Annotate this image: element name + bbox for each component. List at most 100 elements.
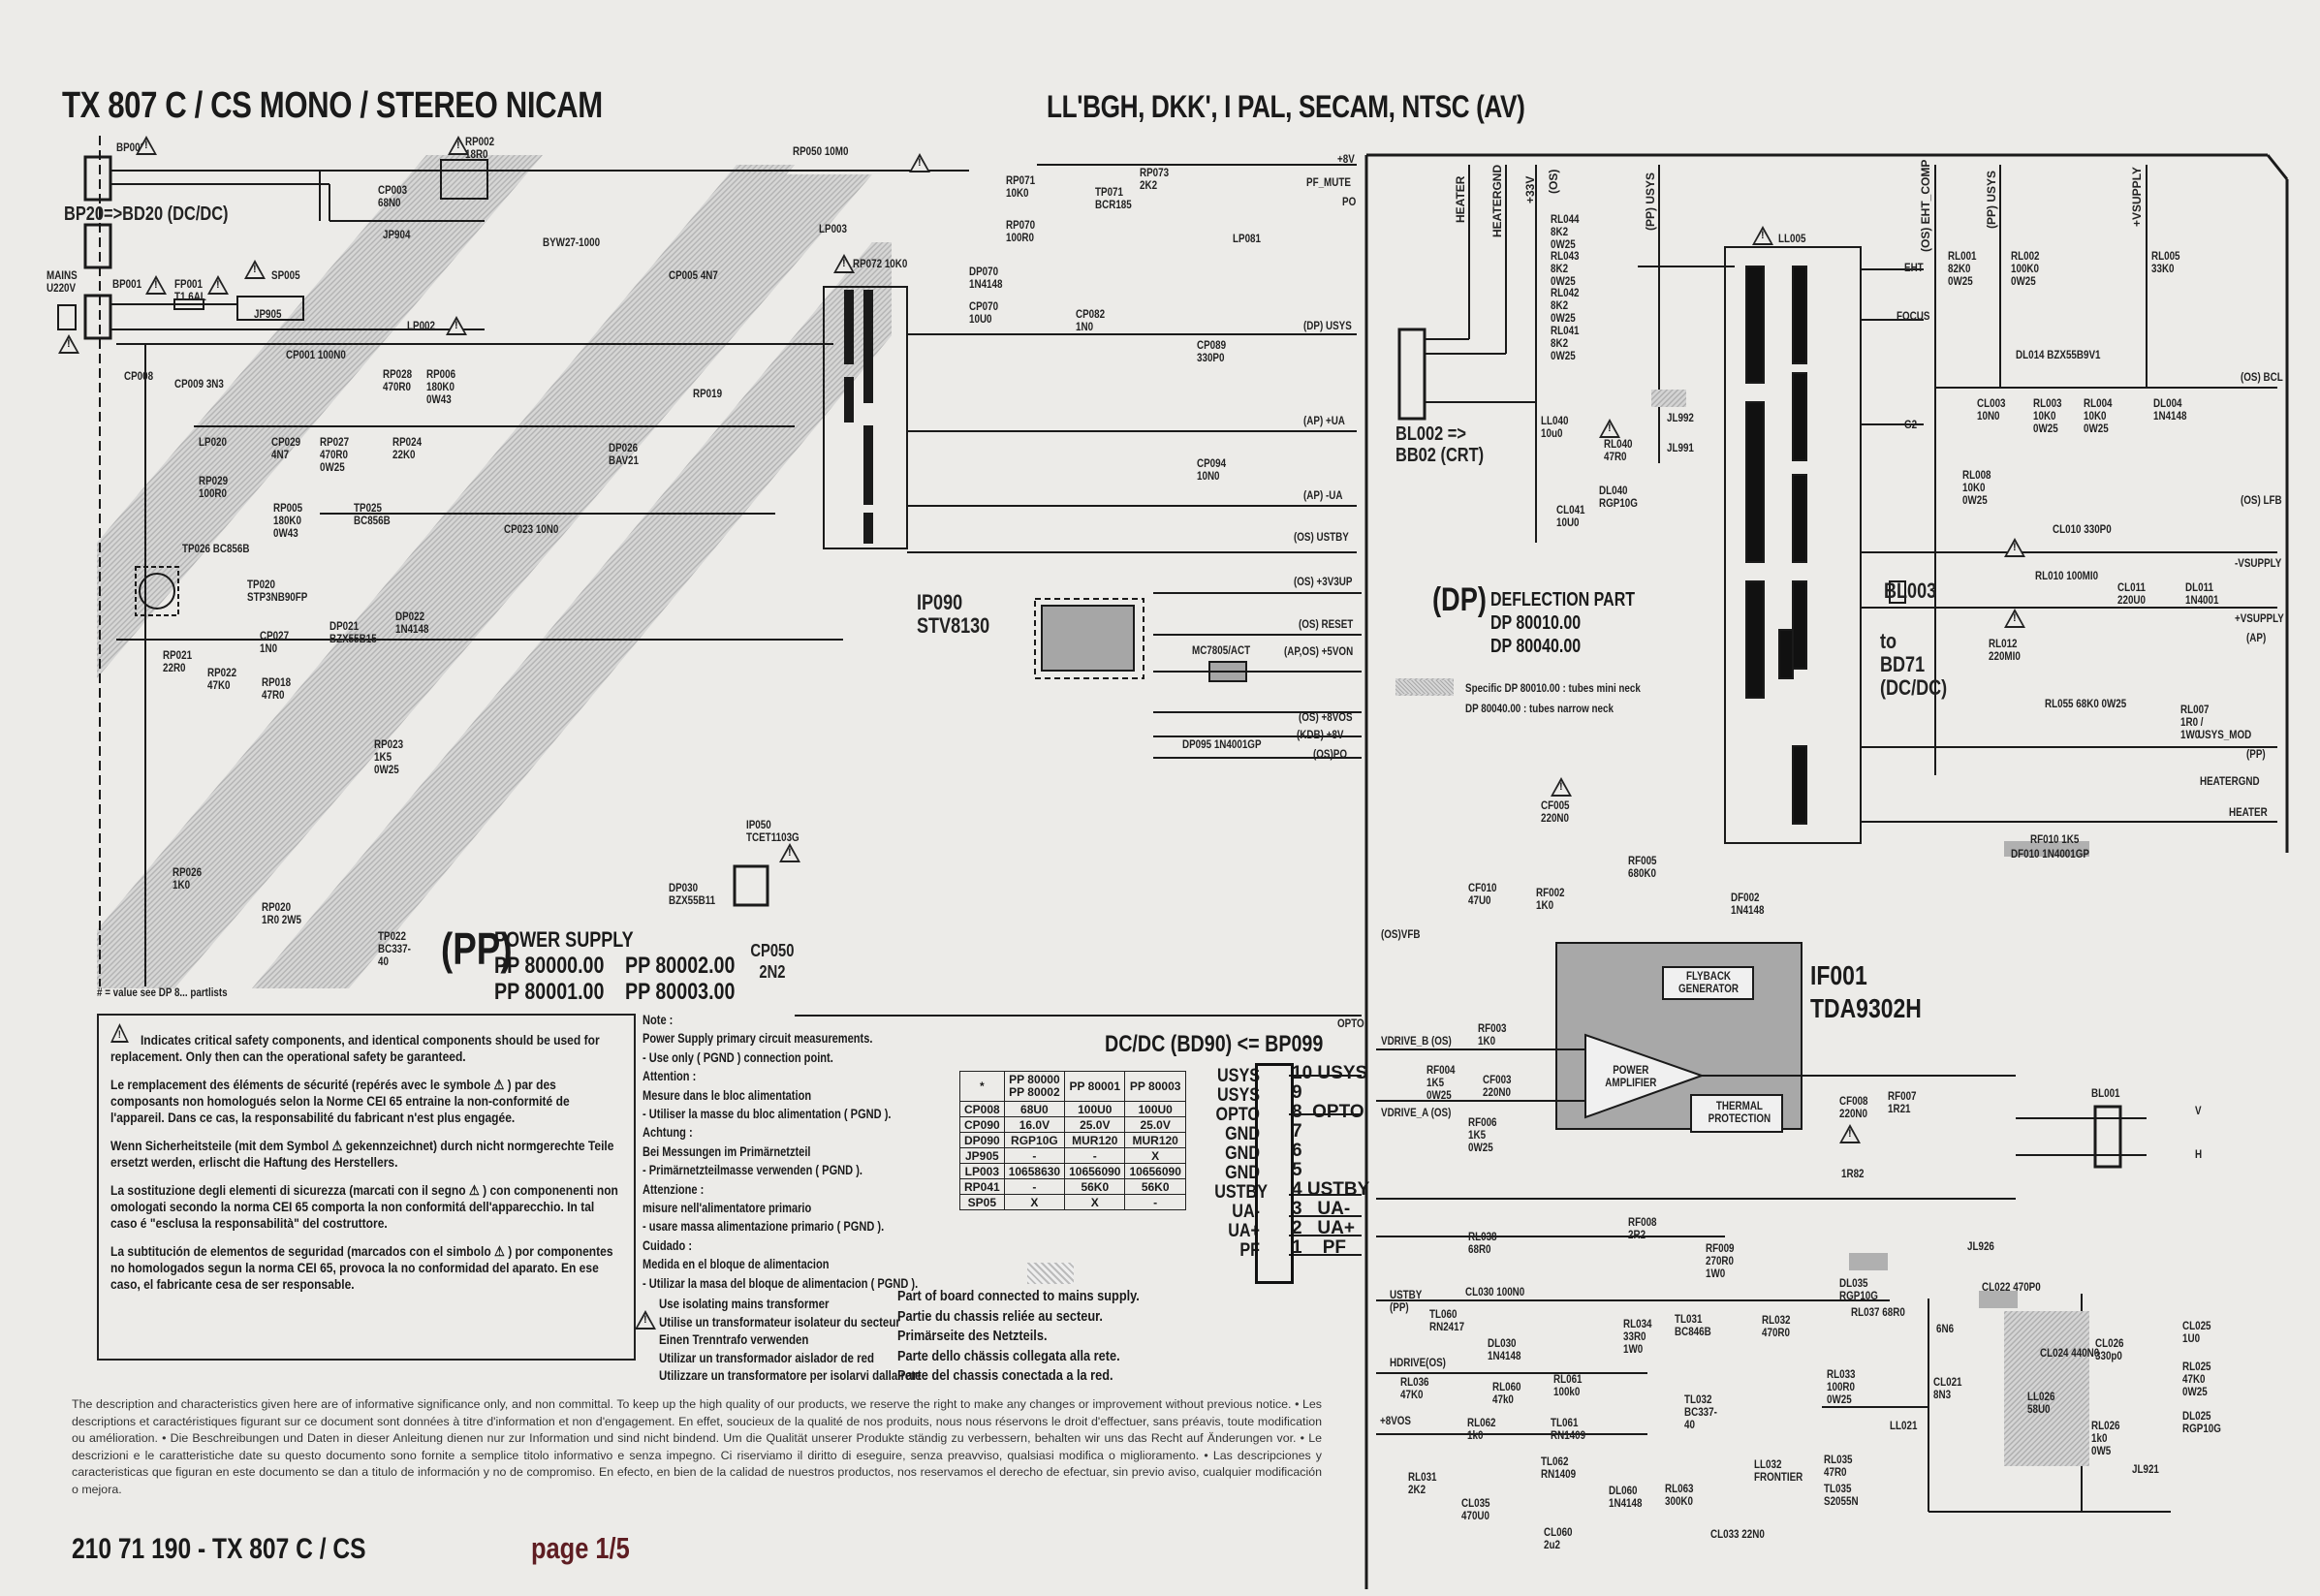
yoke-coil-v: V: [2195, 1104, 2202, 1117]
label-rl062: TL062 RN1409: [1541, 1455, 1577, 1481]
label-rf005: RF002 1K0: [1536, 886, 1565, 912]
label-cf003: RF008 2R2: [1628, 1215, 1657, 1241]
rail-pp-usys: (PP) USYS: [1644, 172, 1657, 231]
label-rl038: TL060 RN2417: [1429, 1307, 1465, 1333]
label-dp095: DP095 1N4001GP: [1182, 737, 1262, 751]
warning-icon: [207, 275, 229, 295]
label-dp027: DP026 BAV21: [609, 441, 639, 467]
label-rl063: CL033 22N0: [1710, 1527, 1765, 1541]
connector-bl003: BL003: [1884, 579, 1937, 603]
dp-model-2: DP 80040.00: [1490, 636, 1582, 657]
mains-hatch-legend-swatch: [1027, 1263, 1074, 1284]
isolation-warning-icon: [635, 1310, 656, 1330]
label-lp003: RP072 10K0: [853, 257, 908, 270]
label-jl991: JL991: [1667, 441, 1694, 454]
rail-pf-mute: PF_MUTE: [1306, 175, 1351, 189]
label-rl032: RL063 300K0: [1665, 1482, 1694, 1508]
label-dp022: DP021 BZX55B15: [329, 619, 377, 645]
table-header-row: * PP 80000 PP 80002 PP 80001 PP 80003: [959, 1071, 1186, 1102]
ic-block-flyback: FLYBACK GENERATOR: [1678, 969, 1739, 995]
label-cl035: TL031 BC846B: [1675, 1312, 1711, 1338]
label-cf005: CF010 47U0: [1468, 881, 1497, 907]
warning-icon: [448, 136, 469, 155]
mini-neck-legend-swatch: [1395, 680, 1454, 694]
label-cl025: DL025 RGP10G: [2182, 1409, 2221, 1435]
label-rf007-alt: RL037 68R0: [1851, 1305, 1905, 1319]
label-rf008: CF008 220N0: [1839, 1094, 1868, 1120]
safety-notice-es: La subtitución de elementos de seguridad…: [110, 1243, 613, 1292]
table-header-cell: PP 80003: [1124, 1071, 1186, 1102]
label-dp030: IP050 TCET1103G: [746, 818, 799, 844]
label-ip090: IP090 STV8130: [917, 590, 990, 638]
label-tp026: TP025 BC856B: [354, 501, 391, 527]
label-dl040: DL040 RGP10G: [1599, 484, 1638, 510]
rail-vsupply-plus: +VSUPPLY: [2130, 167, 2144, 227]
variant-table: * PP 80000 PP 80002 PP 80001 PP 80003 CP…: [959, 1071, 1186, 1210]
dcdc-title: DC/DC (BD90) <= BP099: [1105, 1031, 1324, 1057]
label-rl035: LL021: [1890, 1419, 1918, 1432]
label-cp090: CP094 10N0: [1197, 456, 1227, 483]
rail-os: (OS): [1547, 169, 1560, 194]
label-bp001: BP001: [112, 277, 142, 291]
rail-os-ustby: (OS) USTBY: [1294, 530, 1349, 544]
label-jl926: CL024 440N0: [2040, 1346, 2100, 1360]
warning-icon: [2004, 609, 2025, 628]
table-header-cell: PP 80001: [1064, 1071, 1126, 1102]
label-rp026: RP023 1K5 0W25: [374, 737, 404, 776]
label-rp028: RP024 22K0: [392, 435, 423, 461]
label-rl025: JL921: [2132, 1462, 2159, 1476]
label-cl021: JL926: [1967, 1239, 1994, 1253]
warning-icon: [1839, 1124, 1861, 1143]
label-rl010: RL010 100MI0: [2035, 569, 2099, 582]
safety-notice-de: Wenn Sicherheitsteile (mit dem Symbol ⚠ …: [110, 1138, 614, 1170]
label-rl040: RL040 47R0: [1604, 437, 1633, 463]
pp-model-3: PP 80001.00: [494, 979, 605, 1005]
warning-icon: [1551, 777, 1572, 797]
label-cl030: DL030 1N4148: [1488, 1336, 1521, 1362]
table-header-cell: *: [959, 1071, 1005, 1102]
label-tp072: LP081: [1233, 232, 1261, 245]
rail-opto: OPTO: [1337, 1017, 1364, 1030]
label-tp070: TP071 BCR185: [1095, 185, 1132, 211]
output-focus: FOCUS: [1897, 309, 1930, 323]
rail-vdrive-a: VDRIVE_A (OS): [1381, 1106, 1452, 1119]
label-lp020: CP009 3N3: [174, 377, 224, 391]
label-rp002: RP002 18R0: [465, 135, 495, 161]
label-rp071: RP070 100R0: [1006, 218, 1036, 244]
rail-po: PO: [1342, 195, 1357, 208]
isolation-note: Use isolating mains transformer Utilise …: [659, 1296, 922, 1383]
label-rp020: RP026 1K0: [172, 865, 203, 892]
label-cp022: TP022 BC337-40: [378, 929, 411, 968]
label-rl042: RL042 8K2 0W25: [1551, 286, 1580, 325]
rail-os-reset: (OS) RESET: [1299, 617, 1354, 631]
label-rl033: TL035 S2055N: [1824, 1482, 1859, 1508]
dp-legend-2: DP 80040.00 : tubes narrow neck: [1465, 702, 1614, 715]
label-cl041: CL041 10U0: [1556, 503, 1585, 529]
label-cl060: CL035 470U0: [1461, 1496, 1490, 1522]
label-tl031: TL032 BC337-40: [1684, 1393, 1717, 1431]
rail-ap: (AP): [2246, 631, 2267, 644]
label-rl007: RF010 1K5: [2030, 832, 2080, 846]
pp-model-1: PP 80000.00: [494, 953, 605, 979]
dp-model-1: DP 80010.00: [1490, 612, 1582, 634]
label-rl036: RL061 100k0: [1553, 1372, 1583, 1398]
measurement-note: Note : Power Supply primary circuit meas…: [643, 1013, 919, 1291]
rail-usys-mod: USYS_MOD: [2198, 728, 2252, 741]
warning-icon: [110, 1023, 129, 1044]
pp-model-4: PP 80003.00: [625, 979, 736, 1005]
warning-icon: [446, 316, 467, 335]
label-dl030: RL060 47k0: [1492, 1380, 1521, 1406]
label-cl024: RL026 1k0 0W5: [2091, 1419, 2120, 1457]
rail-os-bcl: (OS) BCL: [2241, 370, 2283, 384]
label-cf010: DF002 1N4148: [1731, 891, 1765, 917]
label-tp071: RP073 2K2: [1140, 166, 1170, 192]
label-ip050: CP050 2N2: [750, 941, 795, 982]
rail-ustby-pp: USTBY (PP): [1390, 1288, 1423, 1314]
safety-notice-fr: Le remplacement des éléments de sécurité…: [110, 1077, 570, 1125]
label-rl060: RL062 1k0: [1467, 1416, 1496, 1442]
label-rl003: RL003 10K0 0W25: [2033, 396, 2062, 435]
label-rp021: TP020 STP3NB90FP: [247, 578, 308, 604]
label-fp001: FP001 T1.6AL: [174, 277, 206, 303]
